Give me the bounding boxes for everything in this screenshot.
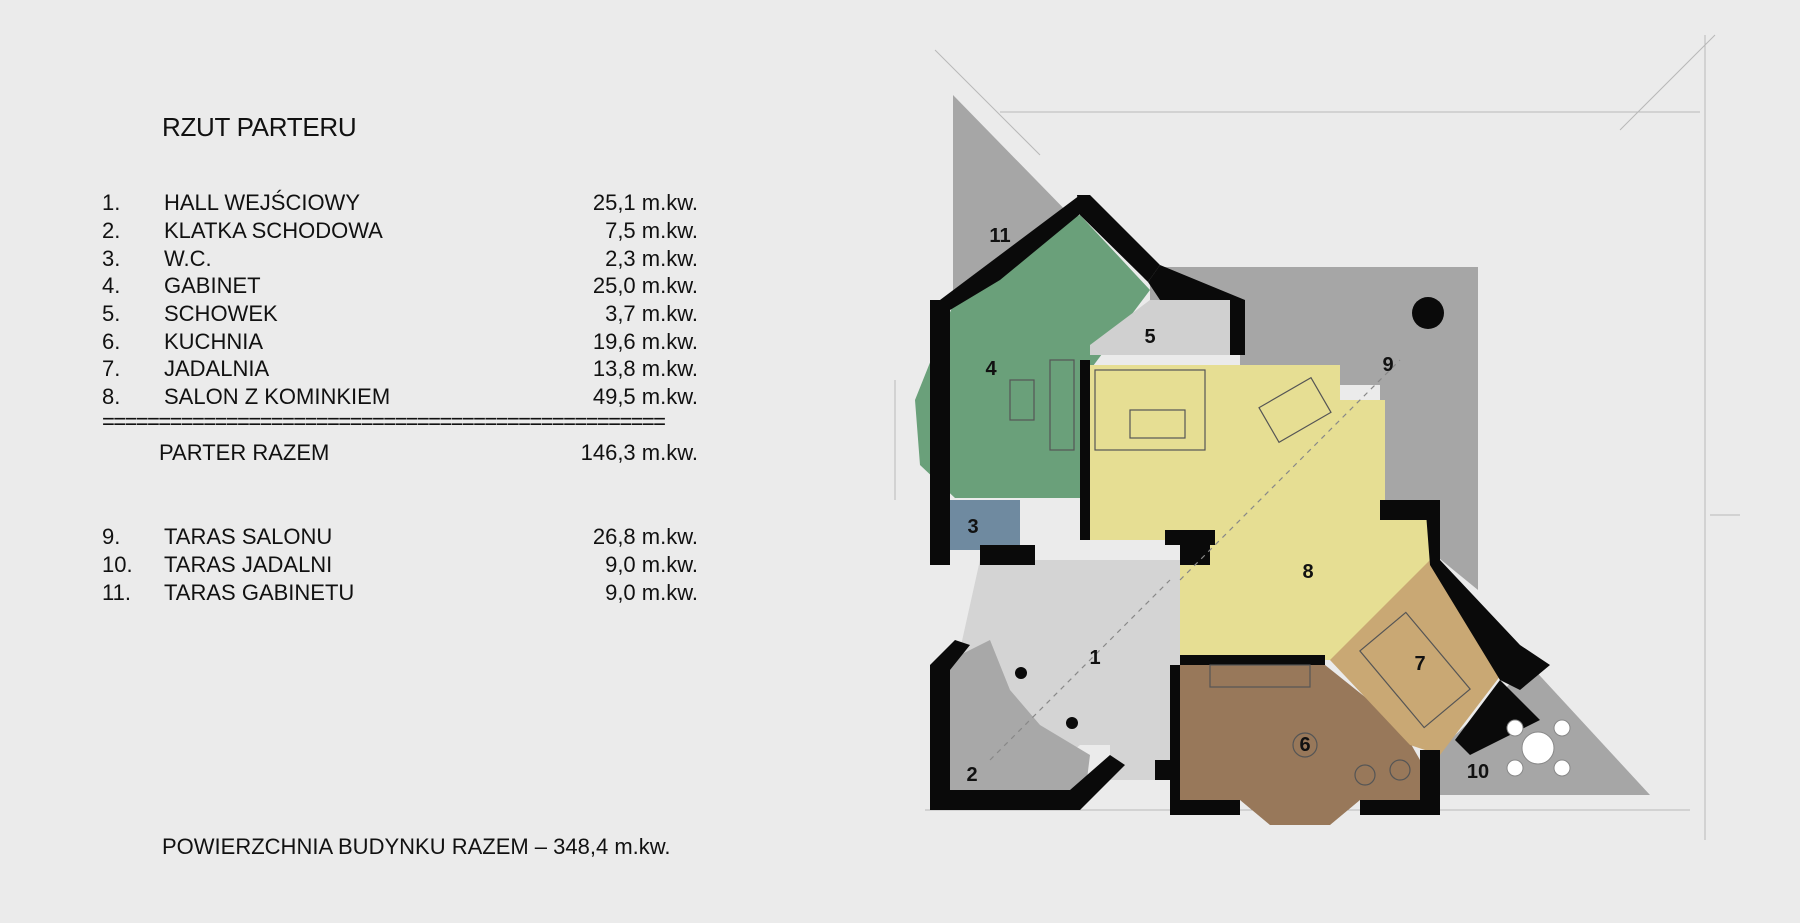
room-number: 1. bbox=[102, 190, 121, 215]
terrace-number: 11. bbox=[102, 580, 131, 605]
room-number: 2. bbox=[102, 218, 121, 243]
room-name: SCHOWEK bbox=[164, 301, 278, 326]
room-name: JADALNIA bbox=[164, 356, 270, 381]
room-number: 3. bbox=[102, 246, 121, 271]
terrace-column bbox=[1412, 297, 1444, 329]
room-number: 6. bbox=[102, 329, 121, 354]
room-area: 25,1 m.kw. bbox=[592, 190, 698, 215]
plan-label-11: 11 bbox=[989, 225, 1010, 247]
room-area: 7,5 m.kw. bbox=[605, 218, 698, 243]
stair-column bbox=[1066, 717, 1078, 729]
plan-label-3: 3 bbox=[967, 516, 978, 538]
total-area: 146,3 m.kw. bbox=[580, 440, 698, 465]
terrace-number: 10. bbox=[102, 552, 133, 577]
terrace-area: 26,8 m.kw. bbox=[592, 524, 698, 549]
room-number: 4. bbox=[102, 273, 121, 298]
room-name: HALL WEJŚCIOWY bbox=[164, 190, 360, 215]
room-name: KLATKA SCHODOWA bbox=[164, 218, 383, 243]
room-number: 5. bbox=[102, 301, 121, 326]
room-area: 25,0 m.kw. bbox=[592, 273, 698, 298]
room-area: 13,8 m.kw. bbox=[592, 356, 698, 381]
hall-diagonal bbox=[989, 359, 1401, 761]
plan-label-9: 9 bbox=[1382, 354, 1393, 376]
terrace-area: 9,0 m.kw. bbox=[605, 552, 698, 577]
terrace-table bbox=[1506, 719, 1571, 777]
building-total: POWIERZCHNIA BUDYNKU RAZEM – 348,4 m.kw. bbox=[162, 834, 671, 859]
plan-label-4: 4 bbox=[985, 358, 997, 380]
plan-label-7: 7 bbox=[1414, 653, 1425, 675]
plan-label-6: 6 bbox=[1299, 734, 1310, 756]
room-salon bbox=[1090, 365, 1430, 660]
plan-label-2: 2 bbox=[966, 764, 977, 786]
furniture bbox=[1009, 359, 1471, 786]
terrace-number: 9. bbox=[102, 524, 121, 549]
room-wc bbox=[950, 500, 1020, 550]
room-number: 8. bbox=[102, 384, 121, 409]
terrace-name: TARAS SALONU bbox=[164, 524, 333, 549]
total-label: PARTER RAZEM bbox=[159, 440, 330, 465]
plan-label-1: 1 bbox=[1089, 647, 1100, 669]
room-name: SALON Z KOMINKIEM bbox=[164, 384, 391, 409]
separator-line: ========================================… bbox=[102, 415, 666, 429]
room-name: GABINET bbox=[164, 273, 261, 298]
terrace-name: TARAS GABINETU bbox=[164, 580, 355, 605]
floor-plan: 1 2 3 4 5 6 7 8 9 10 11 bbox=[894, 34, 1740, 840]
room-number: 7. bbox=[102, 356, 121, 381]
room-area: 2,3 m.kw. bbox=[605, 246, 698, 271]
room-closet bbox=[1090, 300, 1230, 355]
plan-label-10: 10 bbox=[1467, 761, 1489, 783]
room-area: 49,5 m.kw. bbox=[592, 384, 698, 409]
stair-column bbox=[1015, 667, 1027, 679]
room-name: KUCHNIA bbox=[164, 329, 264, 354]
plan-label-5: 5 bbox=[1144, 326, 1155, 348]
room-kitchen bbox=[1180, 665, 1420, 825]
page-title: RZUT PARTERU bbox=[162, 112, 357, 142]
room-stairs bbox=[945, 640, 1090, 800]
room-area: 3,7 m.kw. bbox=[605, 301, 698, 326]
terrace-area: 9,0 m.kw. bbox=[605, 580, 698, 605]
plan-label-8: 8 bbox=[1302, 561, 1313, 583]
room-name: W.C. bbox=[164, 246, 212, 271]
room-area: 19,6 m.kw. bbox=[592, 329, 698, 354]
walls bbox=[930, 195, 1550, 815]
terrace-name: TARAS JADALNI bbox=[164, 552, 333, 577]
